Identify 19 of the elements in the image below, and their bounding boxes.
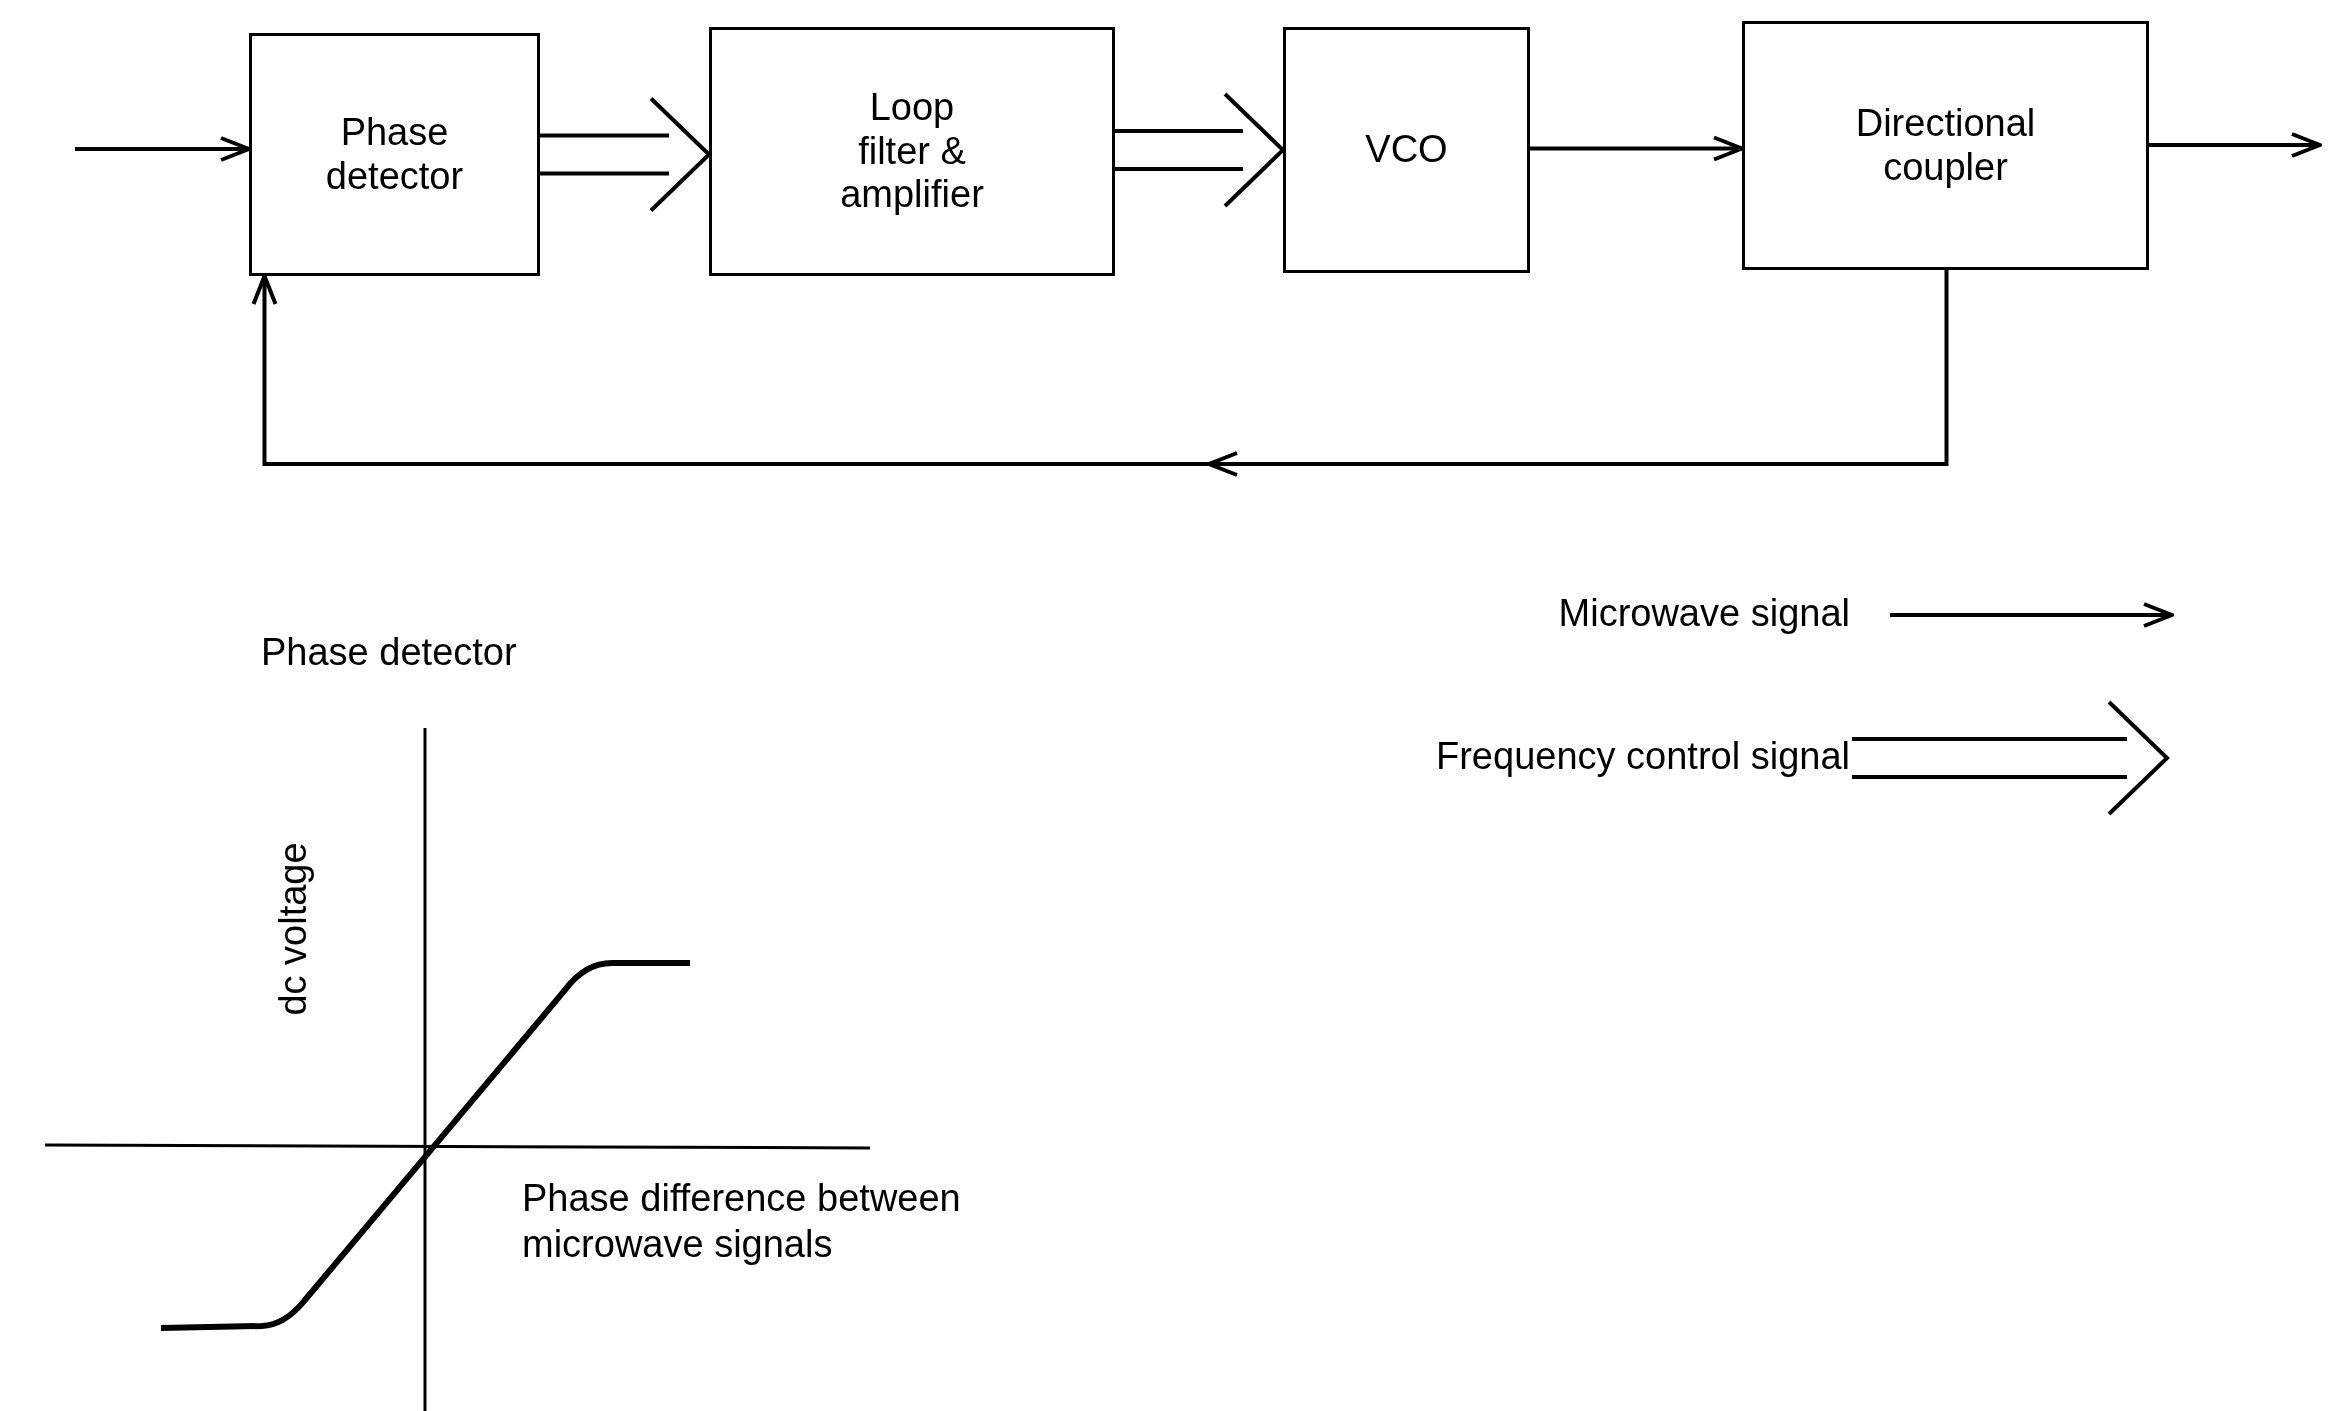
double-arrow [540, 96, 711, 213]
double-arrow [1115, 92, 1285, 208]
block-label: Loop filter & amplifier [839, 85, 985, 218]
legend-label: Frequency control signal [1436, 734, 1850, 779]
feedback-arrow [251, 268, 1949, 477]
chart-title: Phase detector [261, 630, 517, 675]
arrow [2149, 132, 2322, 158]
block-label: Phase detector [324, 110, 465, 199]
block-label: Directional coupler [1854, 101, 2037, 190]
axis-label: Phase difference between microwave signals [522, 1176, 962, 1267]
arrow [1530, 135, 1744, 162]
block-box [249, 33, 540, 276]
block-label: VCO [1365, 128, 1448, 172]
block-box [1742, 21, 2149, 270]
axis-label: dc voltage [271, 842, 316, 1016]
arrow [75, 136, 251, 162]
legend-label: Microwave signal [1558, 591, 1850, 636]
block-box [1283, 27, 1530, 273]
block-box [709, 27, 1115, 276]
